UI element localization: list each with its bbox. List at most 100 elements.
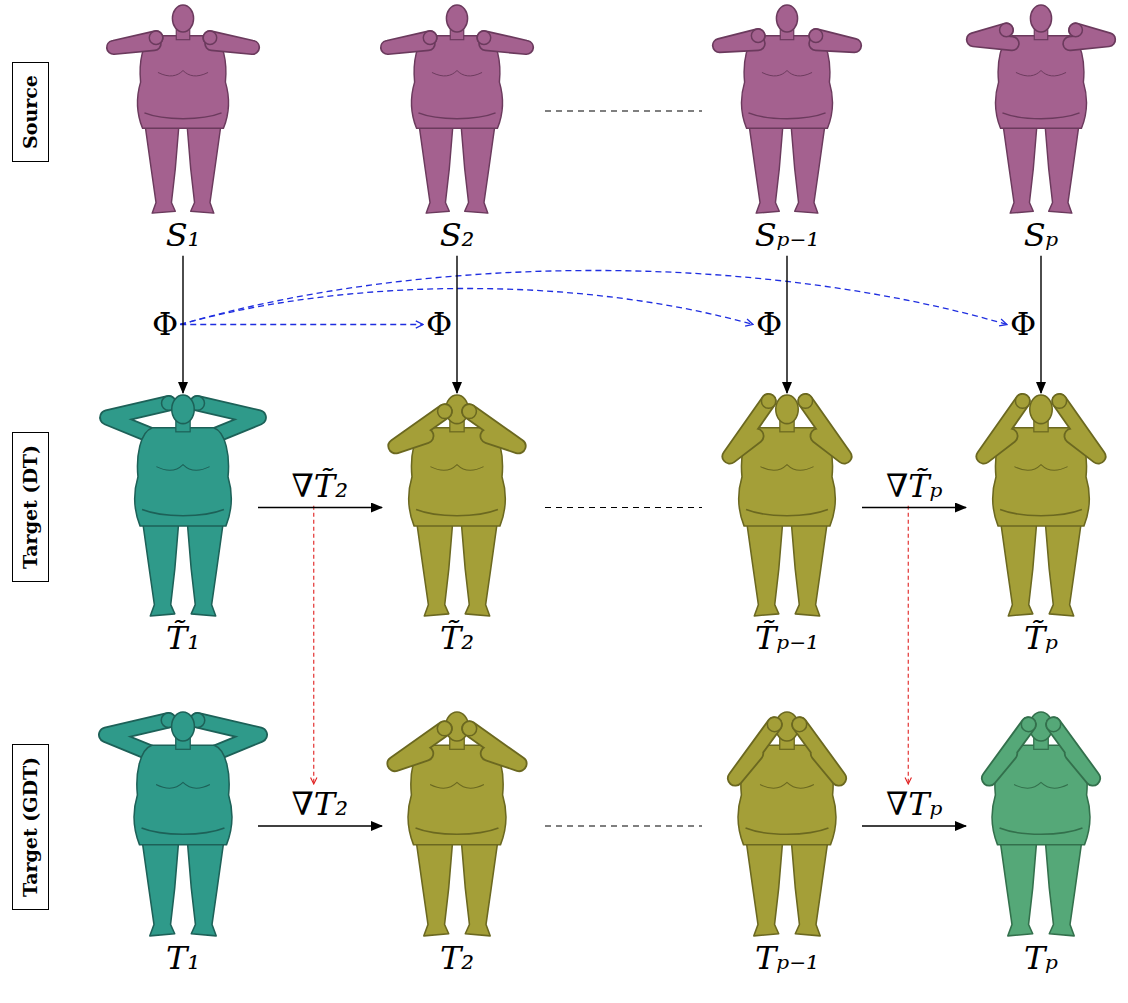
row-label-box: Target (DT): [12, 432, 49, 582]
arm-outline: [799, 724, 838, 778]
arm-outline: [395, 729, 445, 764]
hand: [437, 721, 452, 736]
arm-outline: [989, 724, 1028, 778]
flow-arrow: [258, 507, 382, 508]
leg: [142, 836, 179, 935]
mesh-figure: [107, 395, 258, 616]
leg: [791, 121, 826, 214]
hand: [751, 29, 764, 42]
chest-fold: [430, 782, 484, 788]
mesh-label: S₁: [108, 217, 258, 254]
flow-arrow: [862, 825, 966, 826]
leg: [416, 836, 453, 935]
chest-fold: [1014, 782, 1068, 788]
head: [172, 395, 195, 424]
arm-outline: [805, 401, 844, 456]
belly-fold: [142, 510, 224, 516]
mesh-figure-node: T̃₁: [108, 395, 258, 657]
arm-outline: [1059, 401, 1098, 456]
head: [776, 5, 797, 32]
leg: [187, 836, 224, 935]
leg: [416, 518, 453, 616]
mesh-label: Sₚ₋₁: [712, 217, 862, 254]
hand: [809, 29, 822, 42]
chest-fold: [156, 782, 210, 788]
arm: [735, 724, 774, 778]
belly-fold: [1000, 828, 1083, 834]
hand: [438, 404, 452, 418]
arm-outline: [735, 724, 774, 778]
arm-outline: [469, 729, 519, 764]
leg: [1000, 518, 1037, 616]
mesh-label: T̃₂: [382, 620, 532, 657]
leg: [187, 518, 224, 616]
belly-fold: [144, 113, 221, 119]
leg: [142, 518, 179, 616]
mesh-label: S₂: [382, 217, 532, 254]
mesh-figure-node: T̃ₚ₋₁: [712, 395, 862, 657]
belly-fold: [416, 828, 499, 834]
torso: [135, 428, 231, 526]
flow-arrow: [1040, 256, 1041, 393]
leg: [1045, 121, 1080, 214]
chest-fold: [430, 465, 483, 471]
hand: [767, 717, 782, 732]
edge-label: Φ: [426, 307, 452, 342]
arm: [395, 729, 445, 764]
leg: [746, 836, 783, 935]
edge-label: Φ: [756, 307, 782, 342]
edge-label: Φ: [152, 307, 178, 342]
arm-outline: [1053, 724, 1092, 778]
leg: [187, 121, 222, 214]
mesh-figure: [114, 5, 253, 213]
mesh-figure-node: S₂: [382, 5, 532, 254]
belly-fold: [418, 113, 495, 119]
mesh-figure: [989, 712, 1093, 936]
hand: [792, 717, 807, 732]
belly-fold: [142, 828, 225, 834]
hand: [1069, 23, 1082, 36]
propagation-arrow: [180, 270, 1007, 324]
belly-fold: [1000, 510, 1082, 516]
row-label-box: Target (GDT): [12, 744, 49, 910]
arm: [469, 729, 519, 764]
mesh-label: Sₚ: [966, 217, 1116, 254]
arm-outline: [730, 401, 769, 456]
leg: [746, 518, 783, 616]
head: [1030, 5, 1051, 32]
mesh-figure-node: Tₚ: [966, 712, 1116, 977]
leg: [1002, 121, 1037, 214]
mesh-figure: [396, 395, 519, 616]
leg: [461, 836, 498, 935]
flow-arrow: [862, 507, 966, 508]
mesh-figure-node: T₁: [108, 712, 258, 977]
leg: [791, 836, 828, 935]
ellipsis-dashes: [545, 110, 702, 111]
flow-arrow: [258, 825, 382, 826]
arm: [989, 724, 1028, 778]
hand: [149, 31, 162, 44]
mesh-figure: [106, 712, 259, 936]
mesh-figure-node: Tₚ₋₁: [712, 712, 862, 977]
leg: [748, 121, 783, 214]
leg: [144, 121, 179, 214]
mesh-figure: [388, 5, 527, 213]
belly-fold: [748, 113, 825, 119]
mesh-figure-node: Sₚ₋₁: [712, 5, 862, 254]
hand: [462, 721, 477, 736]
head: [446, 5, 467, 32]
chest-fold: [432, 71, 482, 76]
propagation-arrow: [180, 324, 423, 325]
leg: [461, 518, 498, 616]
chest-fold: [158, 71, 208, 76]
chest-fold: [760, 782, 814, 788]
hand: [462, 404, 476, 418]
mesh-label: Tₚ₋₁: [712, 940, 862, 977]
flow-arrow: [182, 256, 183, 393]
arm: [1059, 401, 1098, 456]
correspondence-arrow: [908, 506, 909, 784]
